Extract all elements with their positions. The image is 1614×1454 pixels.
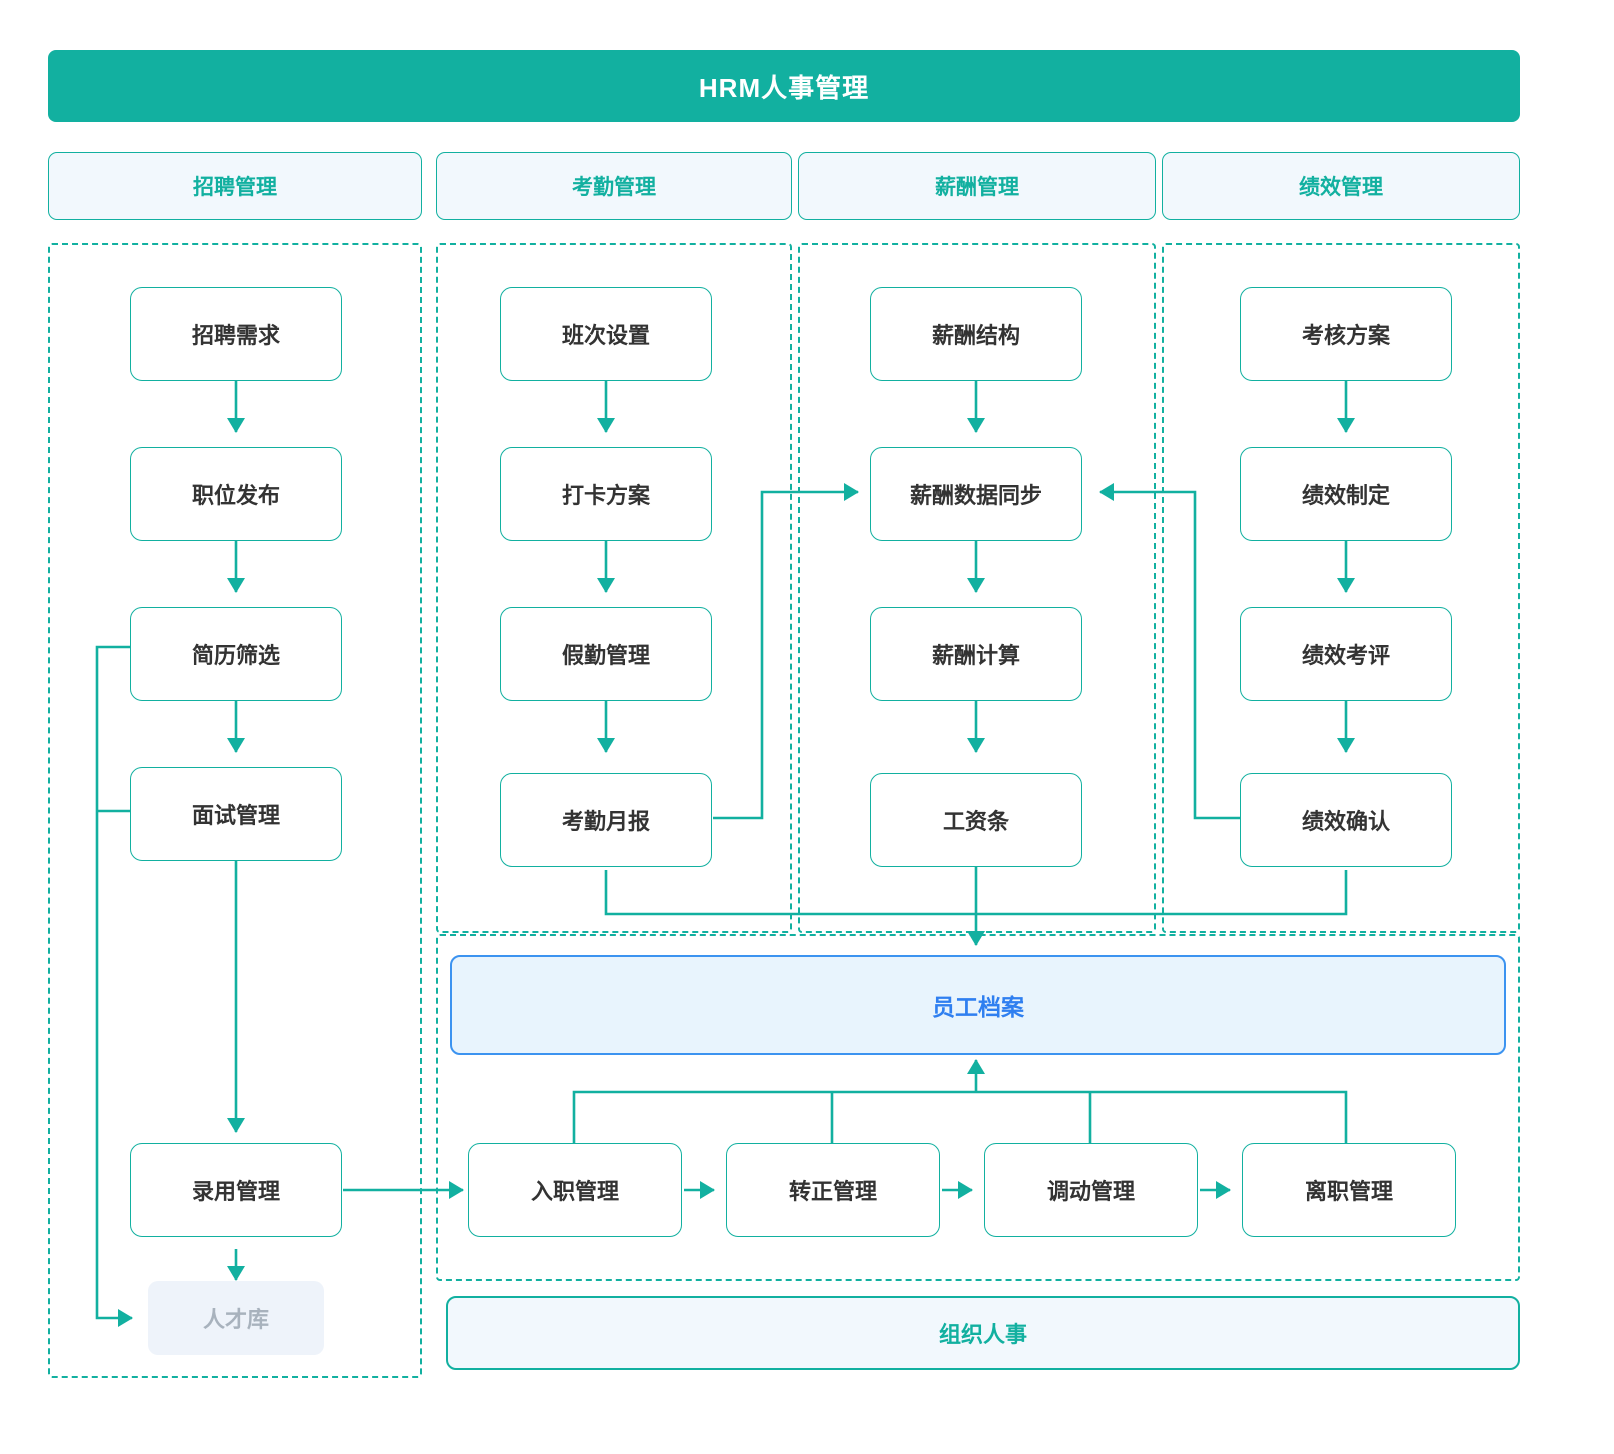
node-clockin-plan[interactable]: 打卡方案 [500, 447, 712, 541]
node-label: 打卡方案 [561, 483, 650, 508]
node-payslip[interactable]: 工资条 [870, 773, 1082, 867]
node-hiring-management[interactable]: 录用管理 [130, 1143, 342, 1237]
node-label: 面试管理 [191, 803, 280, 828]
node-label: 入职管理 [530, 1179, 619, 1204]
node-label: 绩效制定 [1301, 483, 1390, 508]
node-salary-calculation[interactable]: 薪酬计算 [870, 607, 1082, 701]
node-onboarding-management[interactable]: 入职管理 [468, 1143, 682, 1237]
node-label: 录用管理 [191, 1179, 280, 1204]
category-label: 薪酬管理 [935, 176, 1019, 199]
node-label: 招聘需求 [191, 323, 280, 348]
node-label: 薪酬计算 [931, 643, 1020, 668]
node-organization-hr[interactable]: 组织人事 [446, 1296, 1520, 1370]
node-performance-review[interactable]: 绩效考评 [1240, 607, 1452, 701]
node-label: 班次设置 [561, 323, 650, 348]
category-header-performance[interactable]: 绩效管理 [1162, 152, 1520, 220]
node-attendance-monthly-report[interactable]: 考勤月报 [500, 773, 712, 867]
node-label: 薪酬结构 [931, 323, 1020, 348]
node-label: 调动管理 [1046, 1179, 1135, 1204]
node-offboarding-management[interactable]: 离职管理 [1242, 1143, 1456, 1237]
node-label: 假勤管理 [561, 643, 650, 668]
node-job-posting[interactable]: 职位发布 [130, 447, 342, 541]
category-label: 绩效管理 [1299, 176, 1383, 199]
node-recruit-demand[interactable]: 招聘需求 [130, 287, 342, 381]
node-leave-management[interactable]: 假勤管理 [500, 607, 712, 701]
category-header-attendance[interactable]: 考勤管理 [436, 152, 792, 220]
node-label: 工资条 [942, 809, 1009, 834]
page-title: HRM人事管理 [698, 72, 870, 103]
group-recruit [48, 243, 422, 1378]
node-label: 组织人事 [938, 1322, 1027, 1347]
node-label: 员工档案 [932, 994, 1024, 1020]
node-label: 离职管理 [1304, 1179, 1393, 1204]
node-employee-records[interactable]: 员工档案 [450, 955, 1506, 1055]
node-resume-screening[interactable]: 简历筛选 [130, 607, 342, 701]
node-salary-data-sync[interactable]: 薪酬数据同步 [870, 447, 1082, 541]
node-label: 考勤月报 [561, 809, 650, 834]
category-header-recruit[interactable]: 招聘管理 [48, 152, 422, 220]
node-salary-structure[interactable]: 薪酬结构 [870, 287, 1082, 381]
node-label: 薪酬数据同步 [909, 483, 1042, 508]
node-label: 考核方案 [1301, 323, 1390, 348]
root-title-banner: HRM人事管理 [48, 50, 1520, 122]
node-regularization-management[interactable]: 转正管理 [726, 1143, 940, 1237]
category-label: 招聘管理 [193, 176, 277, 199]
node-label: 转正管理 [788, 1179, 877, 1204]
node-shift-setup[interactable]: 班次设置 [500, 287, 712, 381]
node-label: 绩效确认 [1301, 809, 1390, 834]
node-appraisal-plan[interactable]: 考核方案 [1240, 287, 1452, 381]
node-performance-planning[interactable]: 绩效制定 [1240, 447, 1452, 541]
category-header-payroll[interactable]: 薪酬管理 [798, 152, 1156, 220]
node-talent-pool[interactable]: 人才库 [148, 1281, 324, 1355]
node-performance-confirmation[interactable]: 绩效确认 [1240, 773, 1452, 867]
node-transfer-management[interactable]: 调动管理 [984, 1143, 1198, 1237]
node-label: 绩效考评 [1301, 643, 1390, 668]
category-label: 考勤管理 [572, 176, 656, 199]
node-label: 人才库 [202, 1307, 269, 1332]
node-label: 简历筛选 [191, 643, 280, 668]
node-interview-management[interactable]: 面试管理 [130, 767, 342, 861]
node-label: 职位发布 [191, 483, 280, 508]
